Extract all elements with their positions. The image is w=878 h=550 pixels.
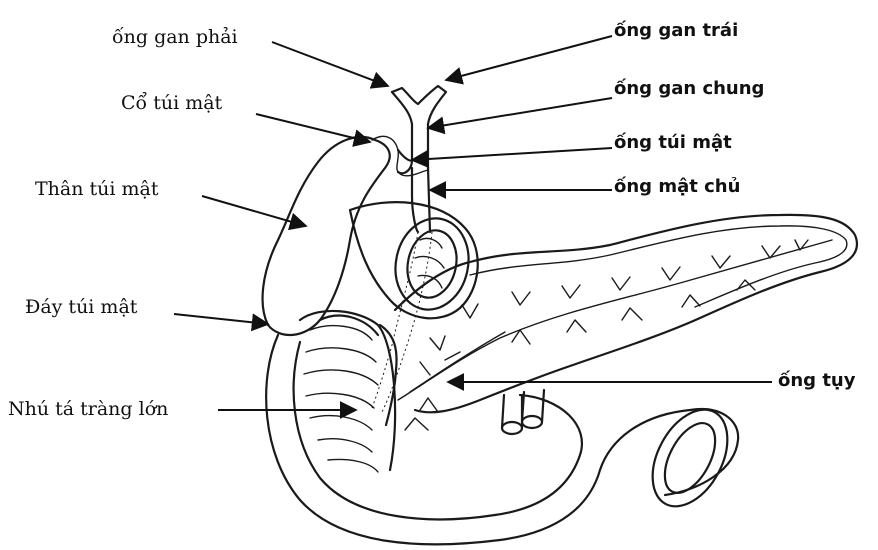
leader-gallbladder-neck — [256, 114, 370, 142]
label-pancreatic-duct: ống tụy — [778, 370, 855, 392]
leader-right-hepatic-duct — [272, 42, 388, 86]
cystic-duct-wall — [398, 150, 412, 161]
duodenum-folds — [300, 311, 395, 472]
common-bile-duct-left-wall — [412, 168, 418, 232]
label-gallbladder-body: Thân túi mật — [35, 178, 158, 200]
pylorus-lumen-inner — [401, 226, 462, 302]
pancreas-inner-contour — [470, 226, 847, 307]
vessel-stumps — [502, 390, 544, 434]
label-common-bile-duct: ống mật chủ — [614, 176, 740, 198]
label-gallbladder-fundus: Đáy túi mật — [25, 296, 137, 318]
gallbladder — [263, 137, 390, 335]
leader-gallbladder-fundus — [174, 314, 268, 324]
label-cystic-duct: ống túi mật — [614, 132, 732, 154]
jejunum-lumen-inner — [655, 415, 726, 501]
label-left-hepatic-duct: ống gan trái — [614, 20, 738, 42]
leader-left-hepatic-duct — [446, 36, 612, 80]
duodenum-inner-wall — [294, 342, 582, 519]
bile-duct-hidden-right — [382, 232, 432, 412]
label-major-duodenal-papilla: Nhú tá tràng lớn — [8, 398, 168, 420]
pancreatic-duct — [398, 240, 832, 430]
leader-cystic-duct — [412, 148, 612, 160]
label-common-hepatic-duct: ống gan chung — [614, 78, 764, 100]
label-gallbladder-neck: Cổ túi mật — [121, 92, 222, 114]
label-right-hepatic-duct: ống gan phải — [112, 26, 238, 48]
leader-common-hepatic-duct — [428, 98, 612, 128]
common-bile-duct-right-wall — [428, 168, 430, 232]
